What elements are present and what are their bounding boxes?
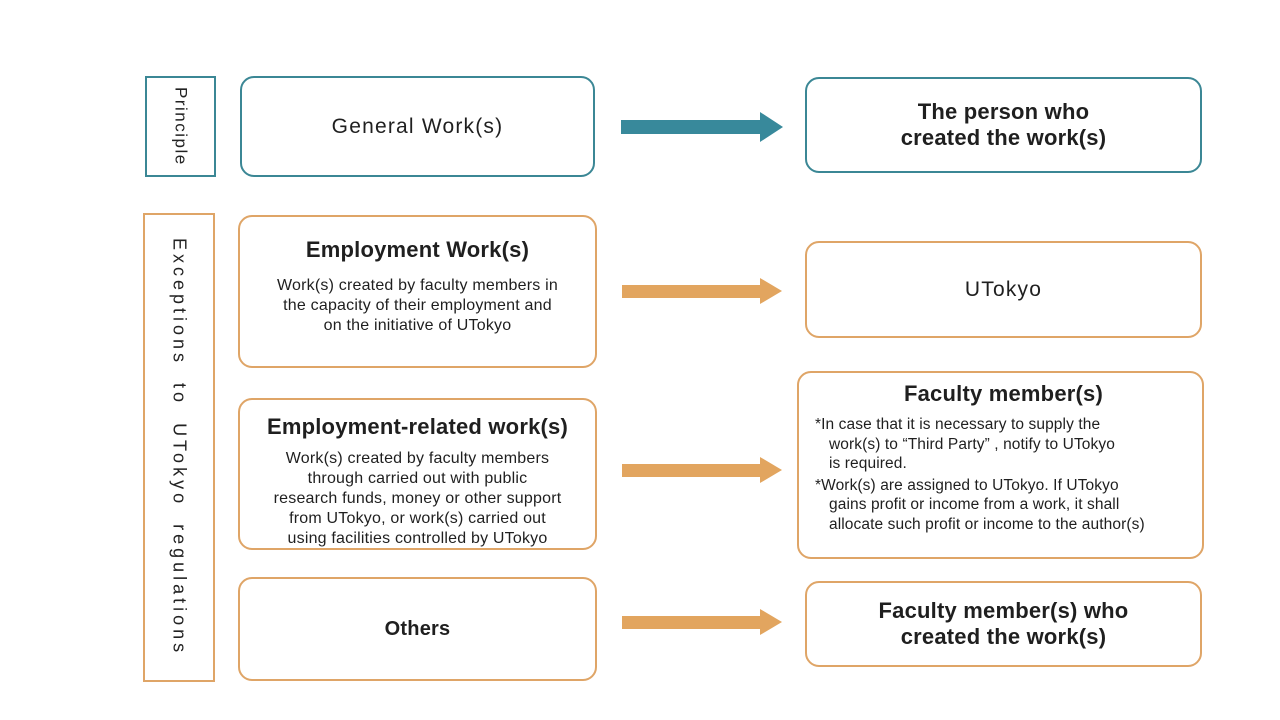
employment-related-title: Employment-related work(s) <box>266 414 569 439</box>
principle-group-label: Principle <box>145 76 216 177</box>
faculty-members-box: Faculty member(s) *In case that it is ne… <box>797 371 1204 559</box>
arrow-shaft <box>622 616 760 629</box>
arrow-head <box>760 457 782 483</box>
others-box: Others <box>238 577 597 681</box>
exceptions-group-label: Exceptions to UTokyo regulations <box>143 213 215 682</box>
others-arrow-right-icon <box>622 609 782 635</box>
arrow-shaft <box>622 285 760 298</box>
person-title: The person who created the work(s) <box>900 99 1107 150</box>
arrow-head <box>760 609 782 635</box>
exceptions-label-text: Exceptions to UTokyo regulations <box>169 238 190 657</box>
general-works-title: General Work(s) <box>331 114 504 138</box>
employment-related-description: Work(s) created by faculty members throu… <box>273 450 562 547</box>
faculty-who-title: Faculty member(s) who created the work(s… <box>878 598 1129 649</box>
arrow-shaft <box>621 120 760 134</box>
arrow-head <box>760 278 782 304</box>
faculty-members-note: *Work(s) are assigned to UTokyo. If UTok… <box>815 476 1145 533</box>
faculty-members-title: Faculty member(s) <box>903 381 1103 406</box>
employment-works-description: Work(s) created by faculty members in th… <box>277 277 558 334</box>
arrow-shaft <box>622 464 760 477</box>
faculty-who-box: Faculty member(s) who created the work(s… <box>805 581 1202 667</box>
others-title: Others <box>384 617 451 640</box>
person-box: The person who created the work(s) <box>805 77 1202 173</box>
utokyo-box: UTokyo <box>805 241 1202 338</box>
utokyo-title: UTokyo <box>964 277 1043 301</box>
employment-related-box: Employment-related work(s) Work(s) creat… <box>238 398 597 550</box>
faculty-members-note: *In case that it is necessary to supply … <box>815 416 1115 472</box>
principle-label-text: Principle <box>171 87 191 166</box>
principle-arrow-right-icon <box>621 112 783 142</box>
employment-works-box: Employment Work(s) Work(s) created by fa… <box>238 215 597 368</box>
employment-related-arrow-right-icon <box>622 457 782 483</box>
employment-arrow-right-icon <box>622 278 782 304</box>
employment-works-title: Employment Work(s) <box>305 237 530 262</box>
general-works-box: General Work(s) <box>240 76 595 177</box>
arrow-head <box>760 112 783 142</box>
